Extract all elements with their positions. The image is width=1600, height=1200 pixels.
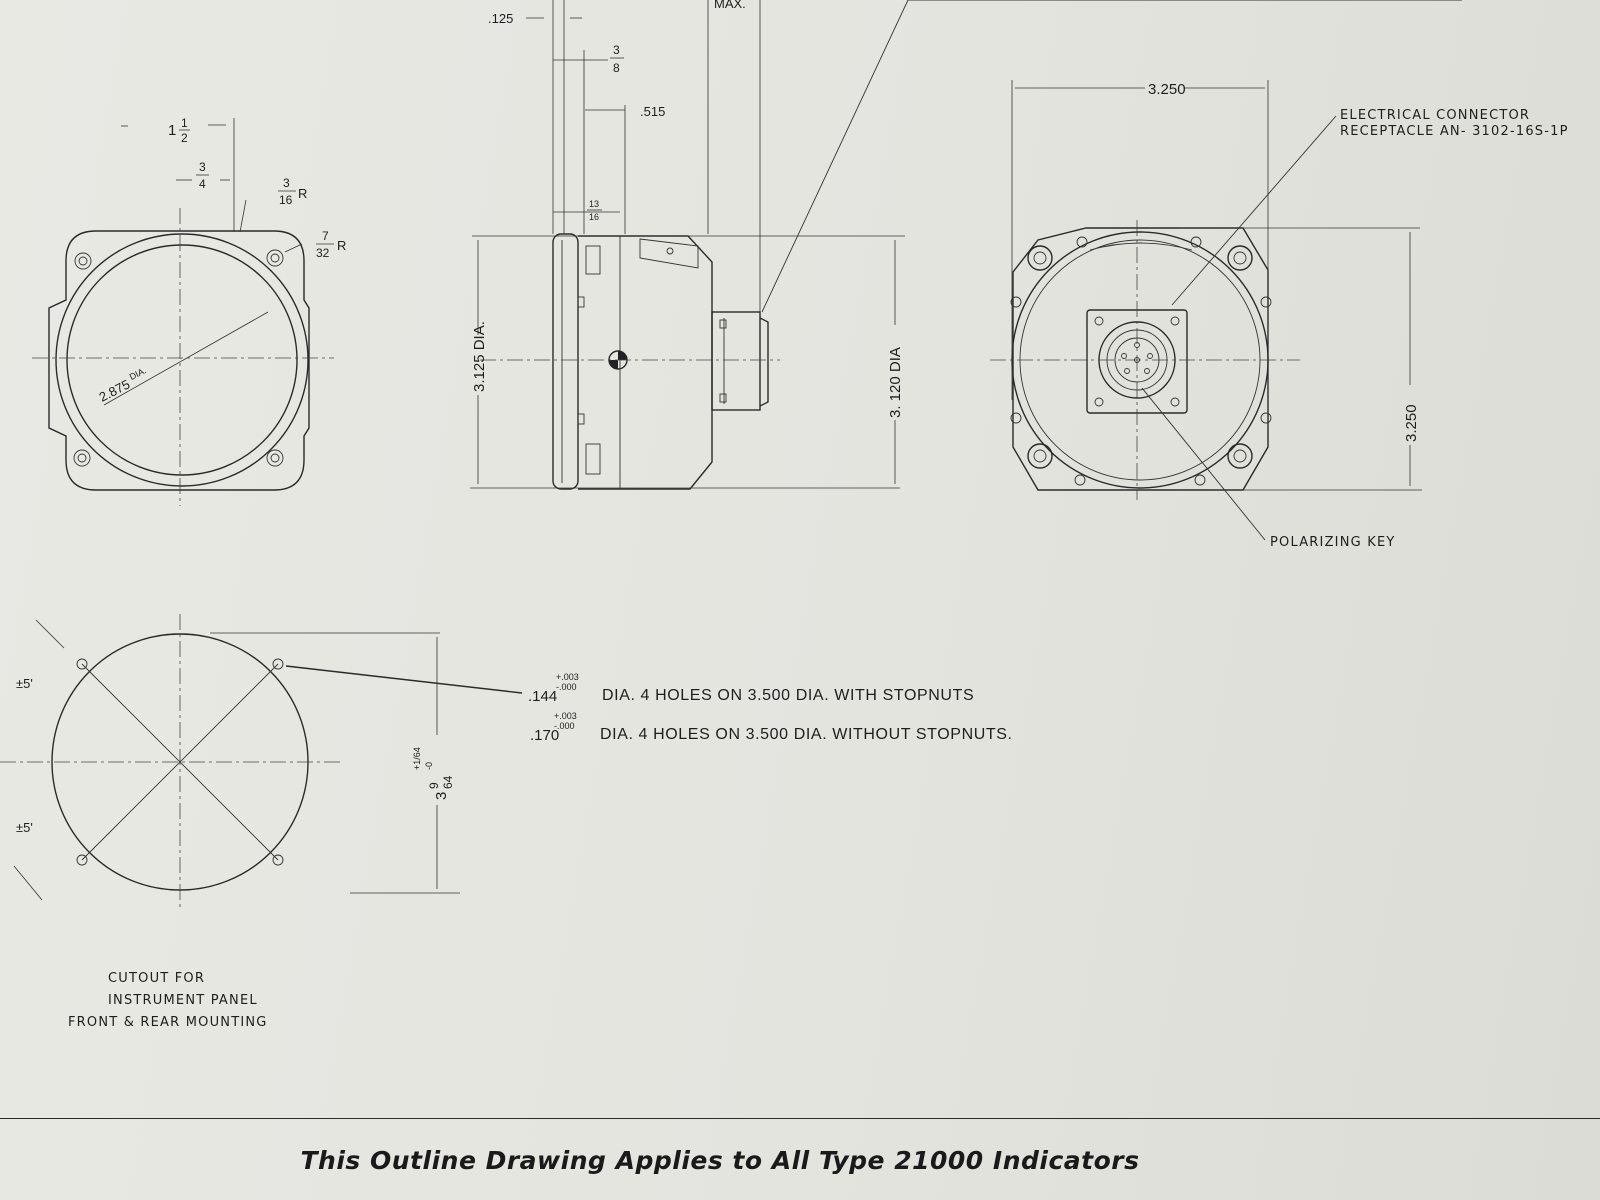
cutout-hole-tl	[76, 658, 88, 670]
hole-note-1-text: DIA. 4 HOLES ON 3.500 DIA. WITH STOPNUTS	[602, 687, 974, 704]
angle-tol-bottom: ±5'	[16, 820, 33, 835]
hole-note-2-tol-minus: -.000	[554, 721, 575, 731]
rear-width-dim: 3.250	[1148, 81, 1186, 98]
footer-caption: This Outline Drawing Applies to All Type…	[300, 1146, 1140, 1175]
front-mount-screw-bl	[73, 449, 91, 467]
cutout-hole-br	[272, 854, 284, 866]
cutout-caption-line-1: CUTOUT FOR	[108, 971, 205, 986]
rear-view: 3.250 3.250 ELECTRICAL CONNECTOR RECEPTA…	[990, 80, 1569, 550]
footer: This Outline Drawing Applies to All Type…	[0, 1146, 1600, 1175]
cutout-dia-whole: 3	[433, 792, 450, 800]
front-mount-screw-tr	[266, 249, 284, 267]
cutout-tol-plus: +1/64	[412, 747, 422, 770]
polarizing-key-label: POLARIZING KEY	[1270, 535, 1396, 550]
dim-125: .125	[488, 11, 513, 26]
front-half-den: 4	[199, 177, 206, 191]
front-mount-screw-br	[266, 449, 284, 467]
cutout-dia-num: 9	[427, 782, 441, 789]
hole-note-1-value: .144	[528, 688, 557, 705]
rear-mount-screw-bl	[1027, 443, 1053, 469]
rear-mount-screw-br	[1227, 443, 1253, 469]
front-mount-screw-tl	[74, 252, 92, 270]
cutout-dia-den: 64	[441, 775, 455, 789]
bezel-dia-suffix: DIA.	[128, 365, 148, 382]
dim-13-16-den: 16	[589, 212, 599, 222]
side-nameplate	[639, 238, 699, 269]
angle-tol-top: ±5'	[16, 676, 33, 691]
hole-note-1-tol-plus: +.003	[556, 672, 579, 682]
hole-note-2-value: .170	[530, 727, 559, 744]
dim-515: .515	[640, 104, 665, 119]
dim-3-8-num: 3	[613, 43, 620, 57]
front-outer-ring	[55, 233, 309, 487]
rear-height-dim: 3.250	[1403, 404, 1420, 442]
hole-note-leader	[285, 665, 523, 694]
hole-note-2-text: DIA. 4 HOLES ON 3.500 DIA. WITHOUT STOPN…	[600, 726, 1013, 743]
footer-rule	[0, 1118, 1600, 1119]
front-width-frac-num: 1	[181, 116, 188, 130]
connector-callout-leader	[1171, 115, 1337, 306]
side-connector-body	[711, 311, 761, 411]
front-half-num: 3	[199, 160, 206, 174]
cutout-hole-bl	[76, 854, 88, 866]
front-view: 1 1 2 3 4 3 16 R 7 32 R 2.875 DIA.	[32, 116, 346, 506]
connector-label-line-1: ELECTRICAL CONNECTOR	[1340, 108, 1530, 123]
rear-mount-screw-tr	[1227, 245, 1253, 271]
cutout-caption-line-2: INSTRUMENT PANEL	[108, 993, 258, 1008]
bezel-dia-dim: 2.875	[97, 377, 133, 405]
outline-drawing: 1 1 2 3 4 3 16 R 7 32 R 2.875 DIA.	[0, 0, 1569, 1030]
side-upper-lug	[585, 245, 601, 275]
rear-mount-screw-tl	[1027, 245, 1053, 271]
front-bezel-outline	[48, 230, 310, 491]
side-dia-left: 3.125 DIA.	[471, 321, 488, 392]
hole-note-1-tol-minus: -.000	[556, 682, 577, 692]
connector-label-line-2: RECEPTACLE AN- 3102-16S-1P	[1340, 124, 1569, 139]
front-width-frac-den: 2	[181, 131, 188, 145]
cutout-view: ±5' ±5' .144 +.003 -.000 DIA. 4 HOLES ON…	[0, 614, 1013, 1030]
side-bezel-flange	[552, 233, 579, 490]
dim-max: MAX.	[714, 0, 746, 11]
connector-leader-line	[761, 0, 909, 313]
corner-r1-suffix: R	[298, 186, 307, 201]
cutout-caption-line-3: FRONT & REAR MOUNTING	[68, 1015, 268, 1030]
corner-r1-den: 16	[279, 193, 293, 207]
corner-r1-num: 3	[283, 176, 290, 190]
side-view: .125 MAX. 3 8 .515 13 16 3.125 DIA. 3. 1…	[470, 0, 1462, 490]
key-callout-leader	[1141, 387, 1266, 541]
corner-r2-den: 32	[316, 246, 330, 260]
front-width-dim: 1	[168, 122, 176, 139]
rear-case-outline	[1012, 227, 1269, 491]
side-lower-lug	[585, 443, 601, 475]
dim-3-8-den: 8	[613, 61, 620, 75]
hole-note-2-tol-plus: +.003	[554, 711, 577, 721]
corner-r2-num: 7	[322, 229, 329, 243]
side-dia-right: 3. 120 DIA	[887, 347, 904, 418]
cutout-hole-tr	[272, 658, 284, 670]
cutout-tol-minus: -0	[424, 762, 434, 770]
front-dial-window	[66, 244, 298, 476]
corner-r2-suffix: R	[337, 238, 346, 253]
dim-13-16-num: 13	[589, 199, 599, 209]
